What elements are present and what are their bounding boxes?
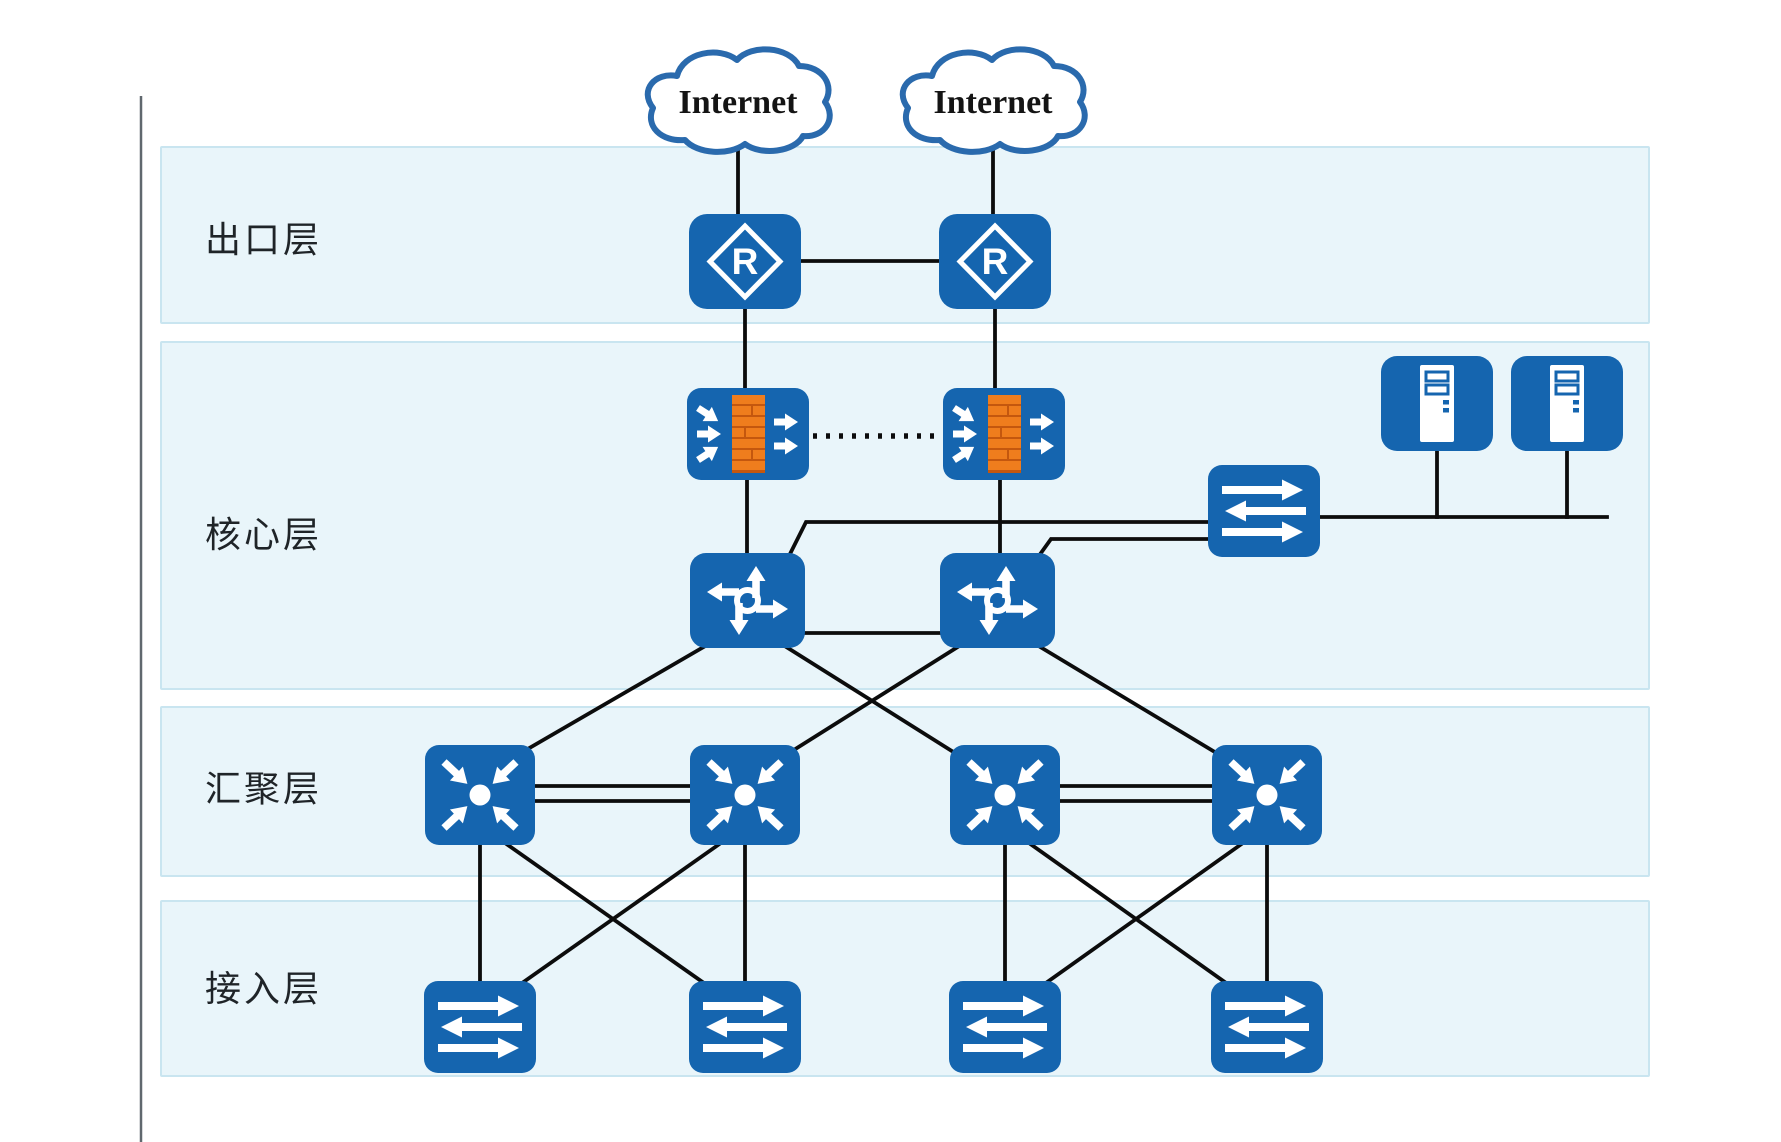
layer-label-exit: 出口层: [205, 219, 323, 260]
access-switch-2: [689, 981, 801, 1073]
agg-switch-2: [690, 745, 800, 845]
server-1: [1381, 356, 1493, 451]
agg-switch-1: [425, 745, 535, 845]
band-access-layer: [160, 900, 1650, 1077]
band-aggregation-layer: [160, 706, 1650, 877]
band-exit-layer: [160, 146, 1650, 324]
core-switch-2: [940, 553, 1055, 648]
agg-switch-4: [1212, 745, 1322, 845]
internet-cloud-label-1: Internet: [678, 84, 798, 121]
link-agg2-access1: [495, 835, 731, 1003]
router-letter-1: R: [731, 241, 759, 282]
layer-label-aggregation: 汇聚层: [205, 768, 323, 809]
router-letter-2: R: [981, 241, 1009, 282]
link-core2-agg4: [1019, 633, 1251, 775]
firewall-1: [687, 388, 809, 480]
link-core2-agg2: [759, 635, 975, 773]
access-switch-3: [949, 981, 1061, 1073]
access-switch-4: [1211, 981, 1323, 1073]
link-core2-serverfarm-switch: [1020, 537, 1242, 581]
access-switch-1: [424, 981, 536, 1073]
server-2: [1511, 356, 1623, 451]
layer-label-core: 核心层: [205, 514, 323, 555]
firewall-2: [943, 388, 1065, 480]
link-agg4-access3: [1019, 835, 1253, 1003]
internet-cloud-label-2: Internet: [933, 84, 1053, 121]
server-farm-switch: [1208, 465, 1320, 557]
agg-switch-3: [950, 745, 1060, 845]
link-core1-agg3: [769, 635, 985, 773]
core-switch-1: [690, 553, 805, 648]
layer-label-access: 接入层: [205, 968, 323, 1009]
